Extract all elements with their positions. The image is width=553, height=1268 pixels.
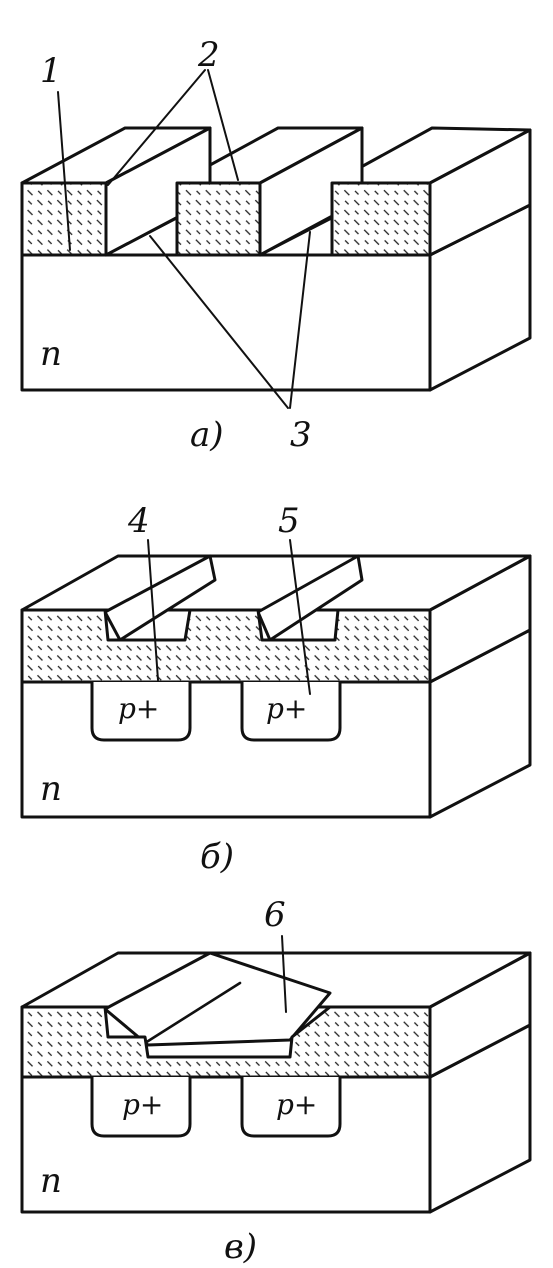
p-label-left-b: p+ — [118, 692, 159, 725]
leader-3a-a — [149, 235, 289, 409]
p-label-right-c: p+ — [276, 1088, 317, 1121]
p-label-right-b: p+ — [266, 692, 307, 725]
window-edge-2-a — [258, 216, 334, 257]
substrate-front-a — [20, 253, 432, 392]
caption-b: б) — [200, 837, 234, 877]
oxide-front-3-a — [330, 181, 432, 257]
oxide-front-1-a — [20, 181, 108, 257]
leader-1-a — [57, 91, 71, 251]
panel-a: 1 2 3 n а) — [20, 35, 532, 455]
oxide-front-2-a — [175, 181, 262, 257]
leader-5-b — [289, 539, 311, 695]
label-3: 3 — [290, 415, 312, 455]
label-2: 2 — [197, 35, 220, 75]
label-6: 6 — [264, 895, 286, 935]
substrate-label-b: n — [40, 769, 62, 809]
label-4: 4 — [127, 501, 150, 541]
label-5: 5 — [278, 501, 300, 541]
p-region-right-b — [240, 680, 342, 742]
oxide-front-c — [20, 1005, 432, 1079]
leader-4-b — [147, 539, 159, 681]
substrate-front-c — [20, 1075, 432, 1214]
window-edge-1-a — [104, 216, 179, 257]
label-1: 1 — [40, 51, 62, 91]
p-label-left-c: p+ — [122, 1088, 163, 1121]
p-region-left-c — [90, 1075, 192, 1138]
panel-b: 4 5 p+ p+ n б) — [20, 501, 532, 877]
oxide-front-b — [20, 608, 432, 684]
groove-2-b — [256, 554, 364, 642]
caption-a: а) — [190, 415, 224, 455]
leader-6-c — [281, 935, 287, 1013]
panel-c: 6 p+ p+ n в) — [20, 895, 532, 1267]
substrate-front-b — [20, 680, 432, 819]
leader-3b-a — [289, 231, 311, 409]
ridge-c — [143, 981, 242, 1045]
leader-2a-a — [107, 69, 206, 186]
caption-c: в) — [224, 1227, 257, 1267]
substrate-label-a: n — [40, 334, 62, 374]
p-region-right-c — [240, 1075, 342, 1138]
leader-2b-a — [207, 69, 239, 181]
p-region-left-b — [90, 680, 192, 742]
groove-1-b — [103, 554, 217, 642]
substrate-label-c: n — [40, 1161, 62, 1201]
